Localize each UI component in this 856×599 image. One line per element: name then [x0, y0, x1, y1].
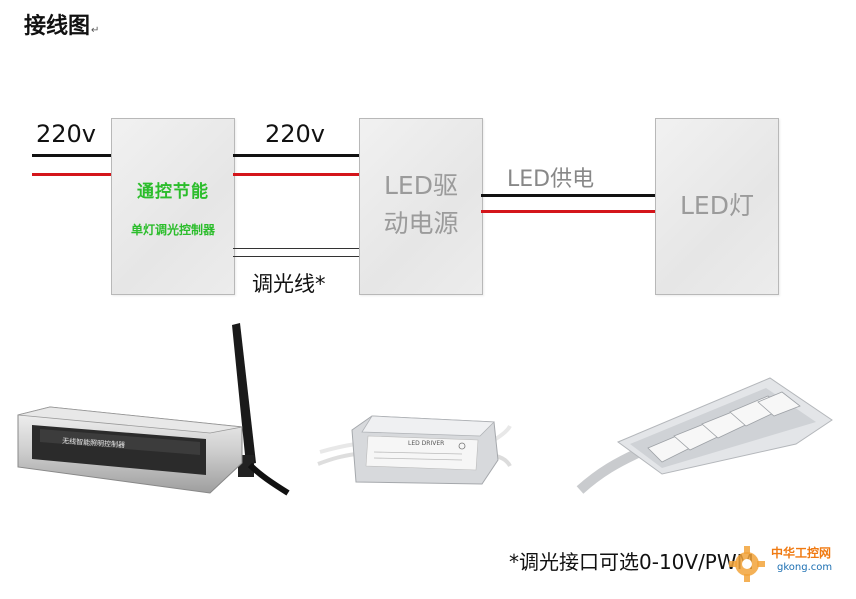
controller-device-image: 无线智能照明控制器 — [17, 323, 290, 496]
diagram-title: 接线图↵ — [24, 8, 99, 40]
driver-label-line2: 动电源 — [383, 209, 459, 238]
controller-model-text: 单灯调光控制器 — [130, 223, 215, 237]
input-wire-red — [32, 173, 112, 176]
driver-box: LED驱 动电源 — [359, 118, 483, 295]
watermark: 中华工控网 gkong.com — [727, 542, 851, 582]
led-wire-black — [481, 194, 656, 197]
controller-brand-text: 通控节能 — [137, 182, 209, 202]
street-lamp-image — [576, 377, 833, 494]
watermark-domain: gkong.com — [777, 562, 833, 573]
lamp-box: LED灯 — [655, 118, 779, 295]
gear-icon — [729, 546, 765, 582]
return-mark: ↵ — [91, 25, 100, 36]
dimming-wire-label: 调光线* — [252, 272, 326, 296]
led-supply-label: LED供电 — [507, 167, 595, 192]
input-wire-black — [32, 154, 112, 157]
input-voltage-label: 220v — [36, 120, 97, 148]
controller-device-caption: 无线智能照明控制器 — [62, 436, 125, 449]
dimming-wire-2 — [233, 256, 360, 257]
led-wire-red — [481, 210, 656, 213]
led-driver-image: LED DRIVER — [317, 415, 512, 485]
watermark-brand: 中华工控网 — [771, 546, 832, 560]
mid-wire-black — [233, 154, 360, 157]
led-driver-caption: LED DRIVER — [408, 440, 444, 447]
title-text: 接线图 — [24, 14, 91, 39]
dimming-wire-1 — [233, 248, 360, 249]
mid-wire-red — [233, 173, 360, 176]
lamp-label: LED灯 — [680, 191, 754, 220]
dimming-interface-note: *调光接口可选0-10V/PWM — [509, 550, 754, 574]
output-voltage-label: 220v — [265, 120, 326, 148]
driver-label-line1: LED驱 — [384, 171, 458, 200]
controller-box: 通控节能 单灯调光控制器 — [111, 118, 235, 295]
